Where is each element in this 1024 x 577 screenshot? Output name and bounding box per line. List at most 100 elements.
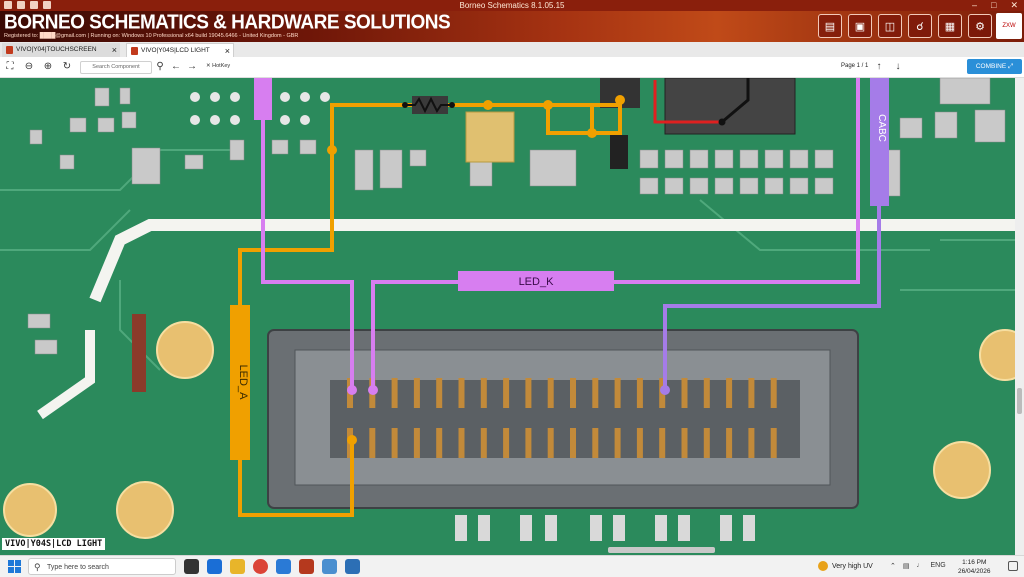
- connector-pin: [391, 428, 398, 458]
- edge-icon[interactable]: [207, 559, 222, 574]
- cabc-label-box: [870, 78, 889, 206]
- screen-icon[interactable]: ▣: [848, 14, 872, 38]
- chrome-icon[interactable]: [253, 559, 268, 574]
- volume-icon[interactable]: ♩: [916, 562, 924, 569]
- window-titlebar: Borneo Schematics 8.1.05.15 – □ ✕: [0, 0, 1024, 11]
- search-icon: ⚲: [34, 562, 41, 572]
- tab-label: VIVO|Y04|TOUCHSCREEN: [16, 46, 97, 53]
- connector-pin: [748, 378, 755, 408]
- connector-pin: [726, 378, 733, 408]
- taskbar-search-placeholder: Type here to search: [47, 564, 109, 571]
- task-view-icon[interactable]: [184, 559, 199, 574]
- chevron-up-icon[interactable]: ⌃: [890, 563, 896, 570]
- back-arrow-icon[interactable]: ←: [171, 61, 181, 72]
- led-a-label: LED_A: [237, 365, 249, 401]
- windows-start-icon[interactable]: [8, 560, 21, 573]
- system-tray[interactable]: ⌃ ▤ ♩ ENG: [890, 562, 946, 570]
- vertical-scrollbar[interactable]: [1015, 78, 1024, 555]
- connector-pin: [458, 428, 465, 458]
- combine-button[interactable]: COMBINE ⤢: [967, 59, 1022, 74]
- led-a-label-box: [230, 305, 250, 460]
- led-k-label: LED_K: [519, 276, 555, 288]
- banner-toolbar: ▤ ▣ ◫ ☌ ▦ ⚙: [818, 14, 992, 38]
- connector-pin: [525, 378, 532, 408]
- page-up-icon[interactable]: ↑: [876, 61, 882, 72]
- taskbar-search-input[interactable]: ⚲ Type here to search: [28, 558, 176, 575]
- connector-pin: [547, 428, 554, 458]
- connector-pin: [391, 378, 398, 408]
- clock-date: 26/04/2026: [958, 568, 991, 575]
- clock-time: 1:16 PM: [962, 559, 987, 566]
- file-explorer-icon[interactable]: [230, 559, 245, 574]
- led-k-net: [261, 78, 860, 390]
- connector-pin: [770, 428, 777, 458]
- connector-pin: [748, 428, 755, 458]
- connector-pin: [659, 428, 666, 458]
- windows-taskbar: ⚲ Type here to search Very high UV ⌃ ▤ ♩…: [0, 555, 1024, 577]
- fit-screen-icon[interactable]: ⛶: [6, 61, 14, 72]
- notification-icon[interactable]: [1008, 561, 1018, 571]
- connector-pin: [681, 378, 688, 408]
- pdf-icon: [131, 47, 138, 55]
- close-button[interactable]: ✕: [1010, 0, 1018, 10]
- app-menu-icon[interactable]: [4, 1, 12, 9]
- clock[interactable]: 1:16 PM 26/04/2026: [958, 558, 991, 576]
- connector-pin: [770, 378, 777, 408]
- weather-widget[interactable]: Very high UV: [818, 561, 873, 571]
- document-icon[interactable]: ▤: [818, 14, 842, 38]
- network-icon[interactable]: ▤: [902, 563, 910, 570]
- language-indicator[interactable]: ENG: [930, 562, 946, 569]
- save-icon[interactable]: [17, 1, 25, 9]
- search-component-input[interactable]: Search Component: [80, 61, 152, 74]
- registration-info: Registered to: ████@gmail.com | Running …: [4, 33, 299, 39]
- zoom-search-icon[interactable]: ☌: [908, 14, 932, 38]
- share-icon[interactable]: ◫: [878, 14, 902, 38]
- close-tab-icon[interactable]: ×: [111, 45, 117, 55]
- browser-icon[interactable]: [43, 1, 51, 9]
- refresh-icon[interactable]: ↻: [62, 61, 72, 72]
- connector-pin: [458, 378, 465, 408]
- app-icon[interactable]: [276, 559, 291, 574]
- tab-bar: VIVO|Y04|TOUCHSCREEN × VIVO|Y04S|LCD LIG…: [0, 42, 1024, 58]
- horizontal-scrollbar[interactable]: [608, 547, 715, 553]
- pdf-icon: [6, 46, 13, 54]
- connector-pin: [636, 378, 643, 408]
- connector-pin: [503, 378, 510, 408]
- forward-arrow-icon[interactable]: →: [187, 61, 197, 72]
- settings-icon[interactable]: ⚙: [968, 14, 992, 38]
- connector-pin: [547, 378, 554, 408]
- schematic-canvas[interactable]: LED_A LED_K CABC: [0, 78, 1015, 555]
- connector-pin: [369, 428, 376, 458]
- page-down-icon[interactable]: ↓: [895, 61, 901, 72]
- connector-pin: [503, 428, 510, 458]
- sun-icon: [818, 561, 828, 571]
- minimize-button[interactable]: –: [972, 0, 978, 10]
- quick-access-icons: [4, 1, 51, 9]
- borneo-app-icon[interactable]: [299, 559, 314, 574]
- tab-lcd-light[interactable]: VIVO|Y04S|LCD LIGHT ×: [126, 43, 234, 57]
- cabc-net: [663, 205, 881, 390]
- print-icon[interactable]: [30, 1, 38, 9]
- cabc-label: CABC: [876, 114, 887, 142]
- close-tab-icon[interactable]: ×: [224, 46, 230, 56]
- scroll-thumb[interactable]: [1017, 388, 1022, 414]
- maximize-button[interactable]: □: [991, 0, 997, 10]
- hotkey-toggle[interactable]: ✕ HotKey: [206, 63, 231, 69]
- connector-pin: [592, 378, 599, 408]
- app-banner: BORNEO SCHEMATICS & HARDWARE SOLUTIONS R…: [0, 11, 1024, 42]
- vendor-logo: ZXW: [996, 13, 1022, 39]
- connector-pin: [726, 428, 733, 458]
- brand-title: BORNEO SCHEMATICS & HARDWARE SOLUTIONS: [4, 11, 451, 34]
- connector-pin: [480, 428, 487, 458]
- zoom-out-icon[interactable]: ⊖: [24, 61, 34, 72]
- connector-pin: [614, 428, 621, 458]
- connector-pin: [592, 428, 599, 458]
- pcb-board-image: LED_A LED_K CABC: [0, 78, 1015, 555]
- app-icon[interactable]: [345, 559, 360, 574]
- zoom-in-icon[interactable]: ⊕: [43, 61, 53, 72]
- app-icon[interactable]: [322, 559, 337, 574]
- search-icon[interactable]: ⚲: [156, 61, 164, 72]
- viewer-toolbar: ⛶ ⊖ ⊕ ↻ Search Component ⚲ ← → ✕ HotKey …: [0, 57, 1024, 78]
- gallery-icon[interactable]: ▦: [938, 14, 962, 38]
- tab-touchscreen[interactable]: VIVO|Y04|TOUCHSCREEN ×: [2, 43, 120, 57]
